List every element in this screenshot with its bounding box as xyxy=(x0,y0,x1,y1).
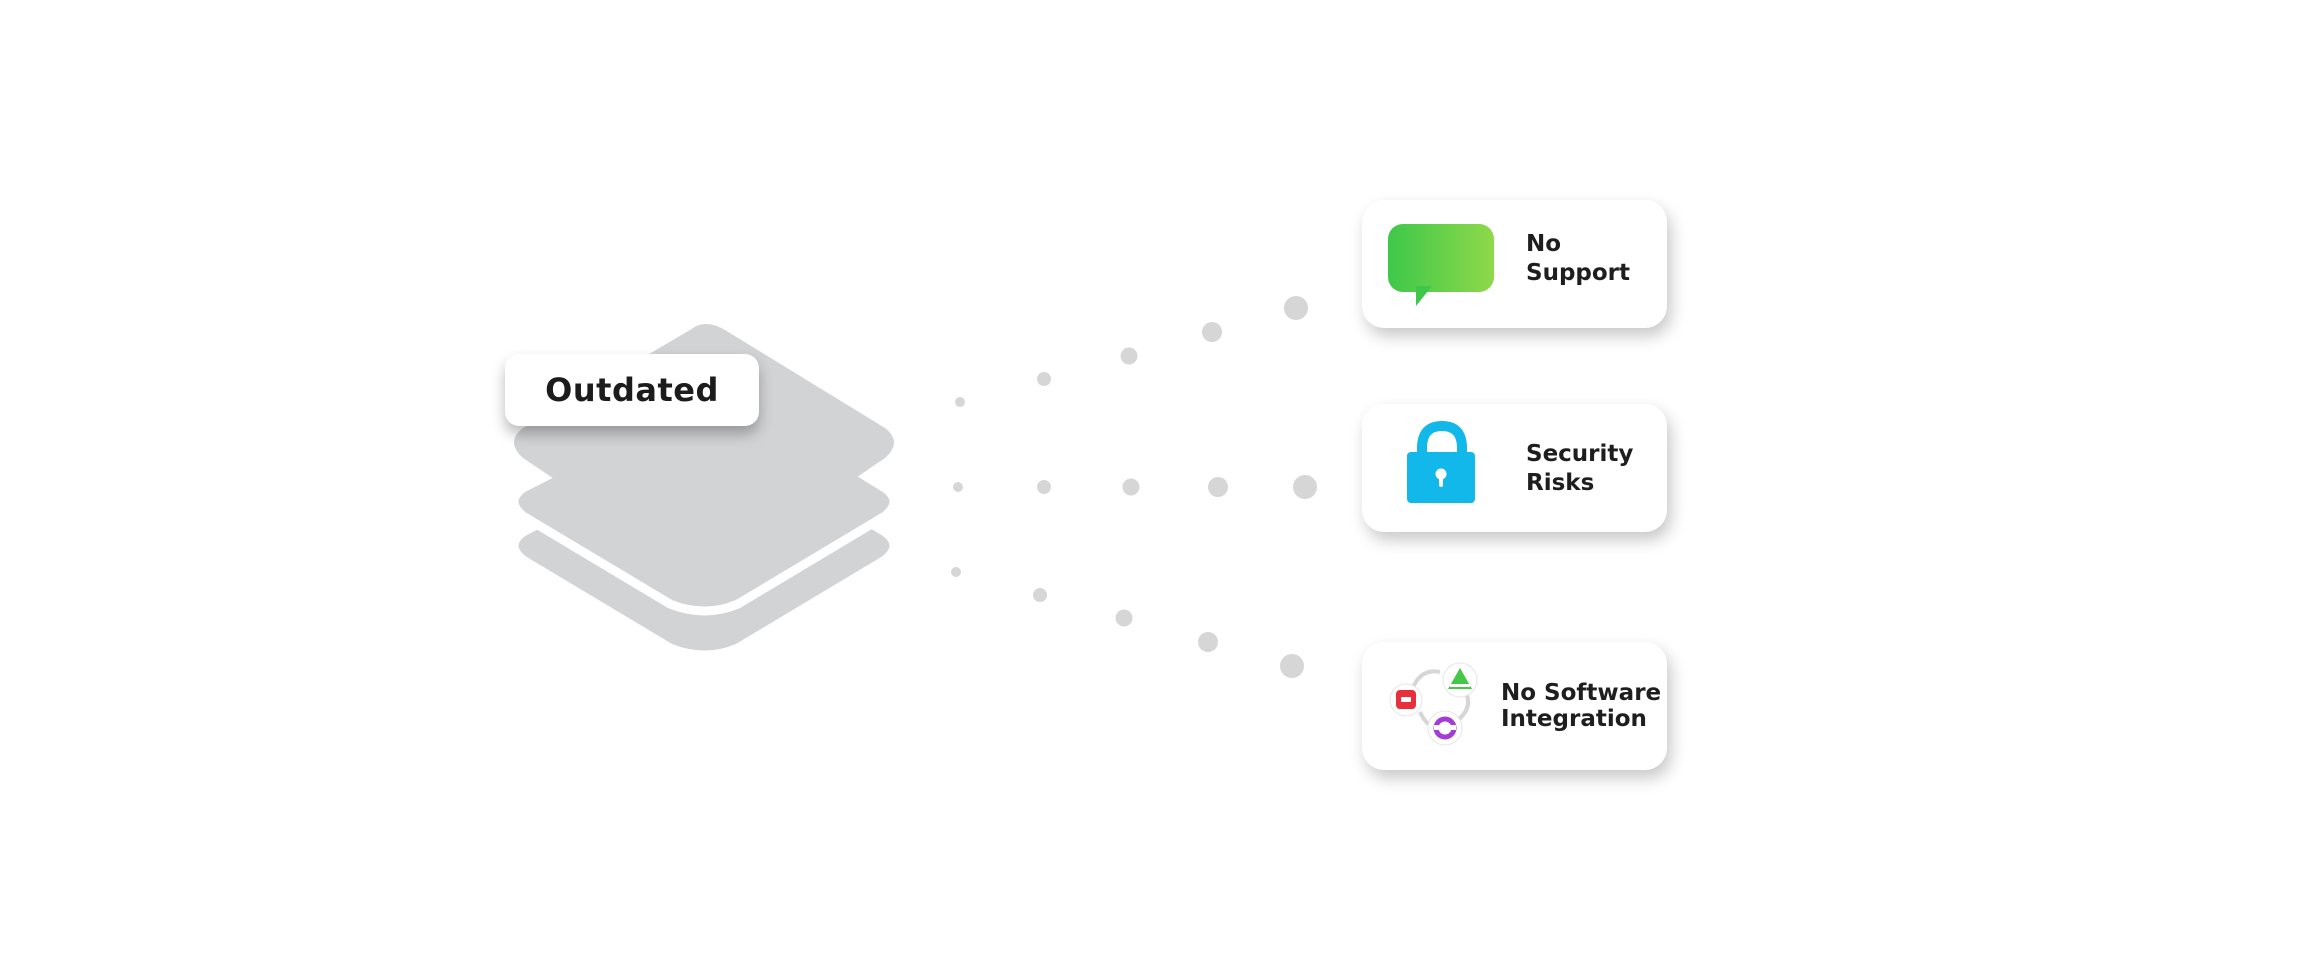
connector-dot-2-2 xyxy=(1115,609,1133,627)
connector-dot-1-4 xyxy=(1293,475,1317,499)
connector-dot-2-3 xyxy=(1198,632,1218,652)
connector-dot-1-2 xyxy=(1122,478,1140,496)
security-risks-line2: Risks xyxy=(1526,470,1595,496)
connector-dot-2-4 xyxy=(1280,654,1304,678)
connector-dot-1-0 xyxy=(953,482,963,492)
no-support-line2: Support xyxy=(1526,260,1631,286)
connector-dot-2-0 xyxy=(951,567,961,577)
connector-dots xyxy=(951,296,1317,678)
connector-dot-0-2 xyxy=(1120,347,1138,365)
security-risks-card: Security Risks xyxy=(1362,404,1667,532)
connector-dot-0-4 xyxy=(1284,296,1308,320)
no-support-text: No Support xyxy=(1526,230,1630,288)
connector-dot-2-1 xyxy=(1033,588,1047,602)
connector-dot-1-3 xyxy=(1208,477,1228,497)
connector-dot-1-1 xyxy=(1037,480,1051,494)
no-support-line1: No xyxy=(1526,231,1562,257)
connector-dot-0-3 xyxy=(1202,322,1222,342)
no-support-card: No Support xyxy=(1362,200,1667,328)
connector-dot-0-1 xyxy=(1037,372,1051,386)
outdated-label: Outdated xyxy=(505,354,759,426)
connector-dot-0-0 xyxy=(955,397,965,407)
no-software-integration-text: No Software Integration xyxy=(1501,680,1661,732)
no-software-integration-line1: No Software xyxy=(1501,680,1662,706)
security-risks-line1: Security xyxy=(1526,441,1634,467)
no-software-integration-card: No Software Integration xyxy=(1362,642,1667,770)
no-software-integration-line2: Integration xyxy=(1501,706,1647,732)
security-risks-text: Security Risks xyxy=(1526,440,1633,498)
